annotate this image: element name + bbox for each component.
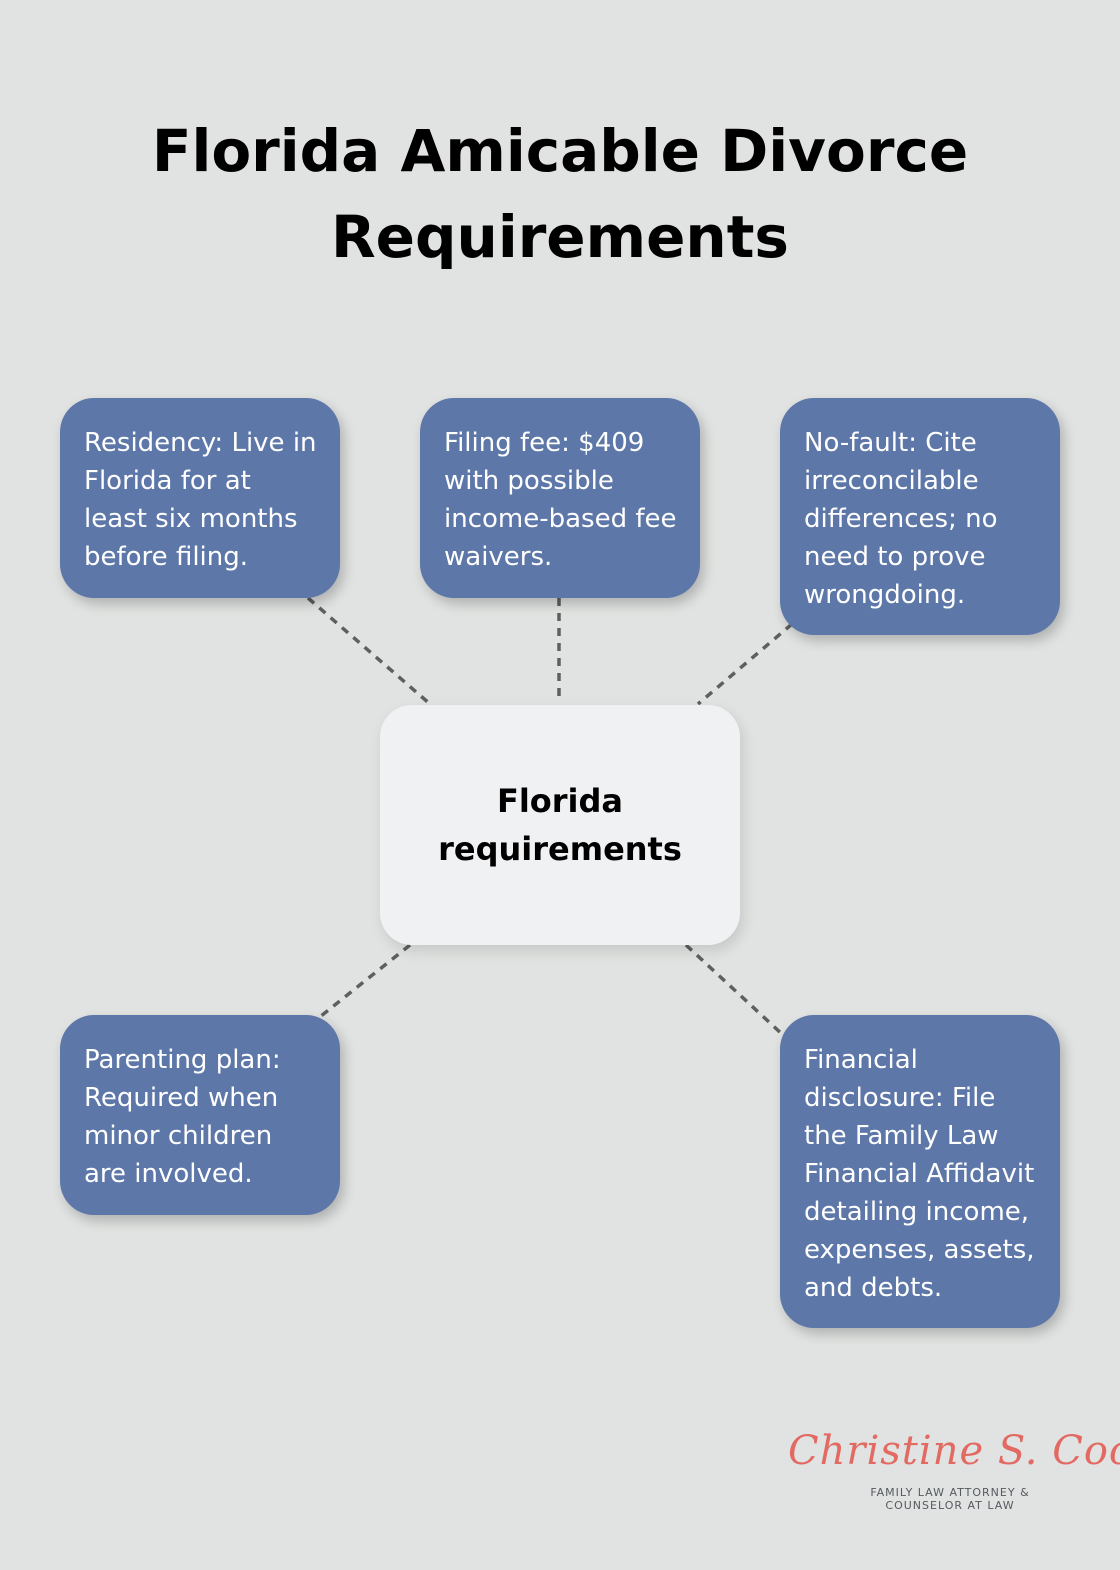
connector-parenting-plan	[314, 943, 412, 1022]
diagram-title: Florida Amicable Divorce Requirements	[0, 108, 1120, 280]
title-line-1: Florida Amicable Divorce	[151, 117, 969, 185]
logo-tagline-line-2: COUNSELOR AT LAW	[885, 1499, 1015, 1512]
logo-tagline-line-1: FAMILY LAW ATTORNEY &	[870, 1486, 1030, 1499]
node-residency-text: Residency: Live in Florida for at least …	[84, 428, 317, 572]
center-node-line-2: requirements	[438, 830, 682, 868]
node-residency: Residency: Live in Florida for at least …	[60, 398, 340, 598]
node-filing-fee: Filing fee: $409 with possible income-ba…	[420, 398, 700, 598]
node-financial-disclosure: Financial disclosure: File the Family La…	[780, 1015, 1060, 1328]
node-parenting-plan: Parenting plan: Required when minor chil…	[60, 1015, 340, 1215]
connector-financial-disclosure	[684, 943, 785, 1037]
node-no-fault-text: No-fault: Cite irreconcilable difference…	[804, 428, 998, 610]
node-filing-fee-text: Filing fee: $409 with possible income-ba…	[444, 428, 677, 572]
connector-residency	[306, 596, 432, 706]
brand-logo: Christine S. Cook FAMILY LAW ATTORNEY & …	[770, 1420, 1120, 1520]
title-line-2: Requirements	[331, 203, 789, 271]
node-no-fault: No-fault: Cite irreconcilable difference…	[780, 398, 1060, 635]
center-node-line-1: Florida	[496, 782, 624, 820]
node-parenting-plan-text: Parenting plan: Required when minor chil…	[84, 1045, 281, 1189]
center-node: Florida requirements	[380, 705, 740, 945]
logo-signature: Christine S. Cook	[788, 1428, 1120, 1474]
node-financial-disclosure-text: Financial disclosure: File the Family La…	[804, 1045, 1035, 1303]
connector-no-fault	[696, 622, 794, 706]
logo-tagline: FAMILY LAW ATTORNEY & COUNSELOR AT LAW	[830, 1486, 1070, 1512]
